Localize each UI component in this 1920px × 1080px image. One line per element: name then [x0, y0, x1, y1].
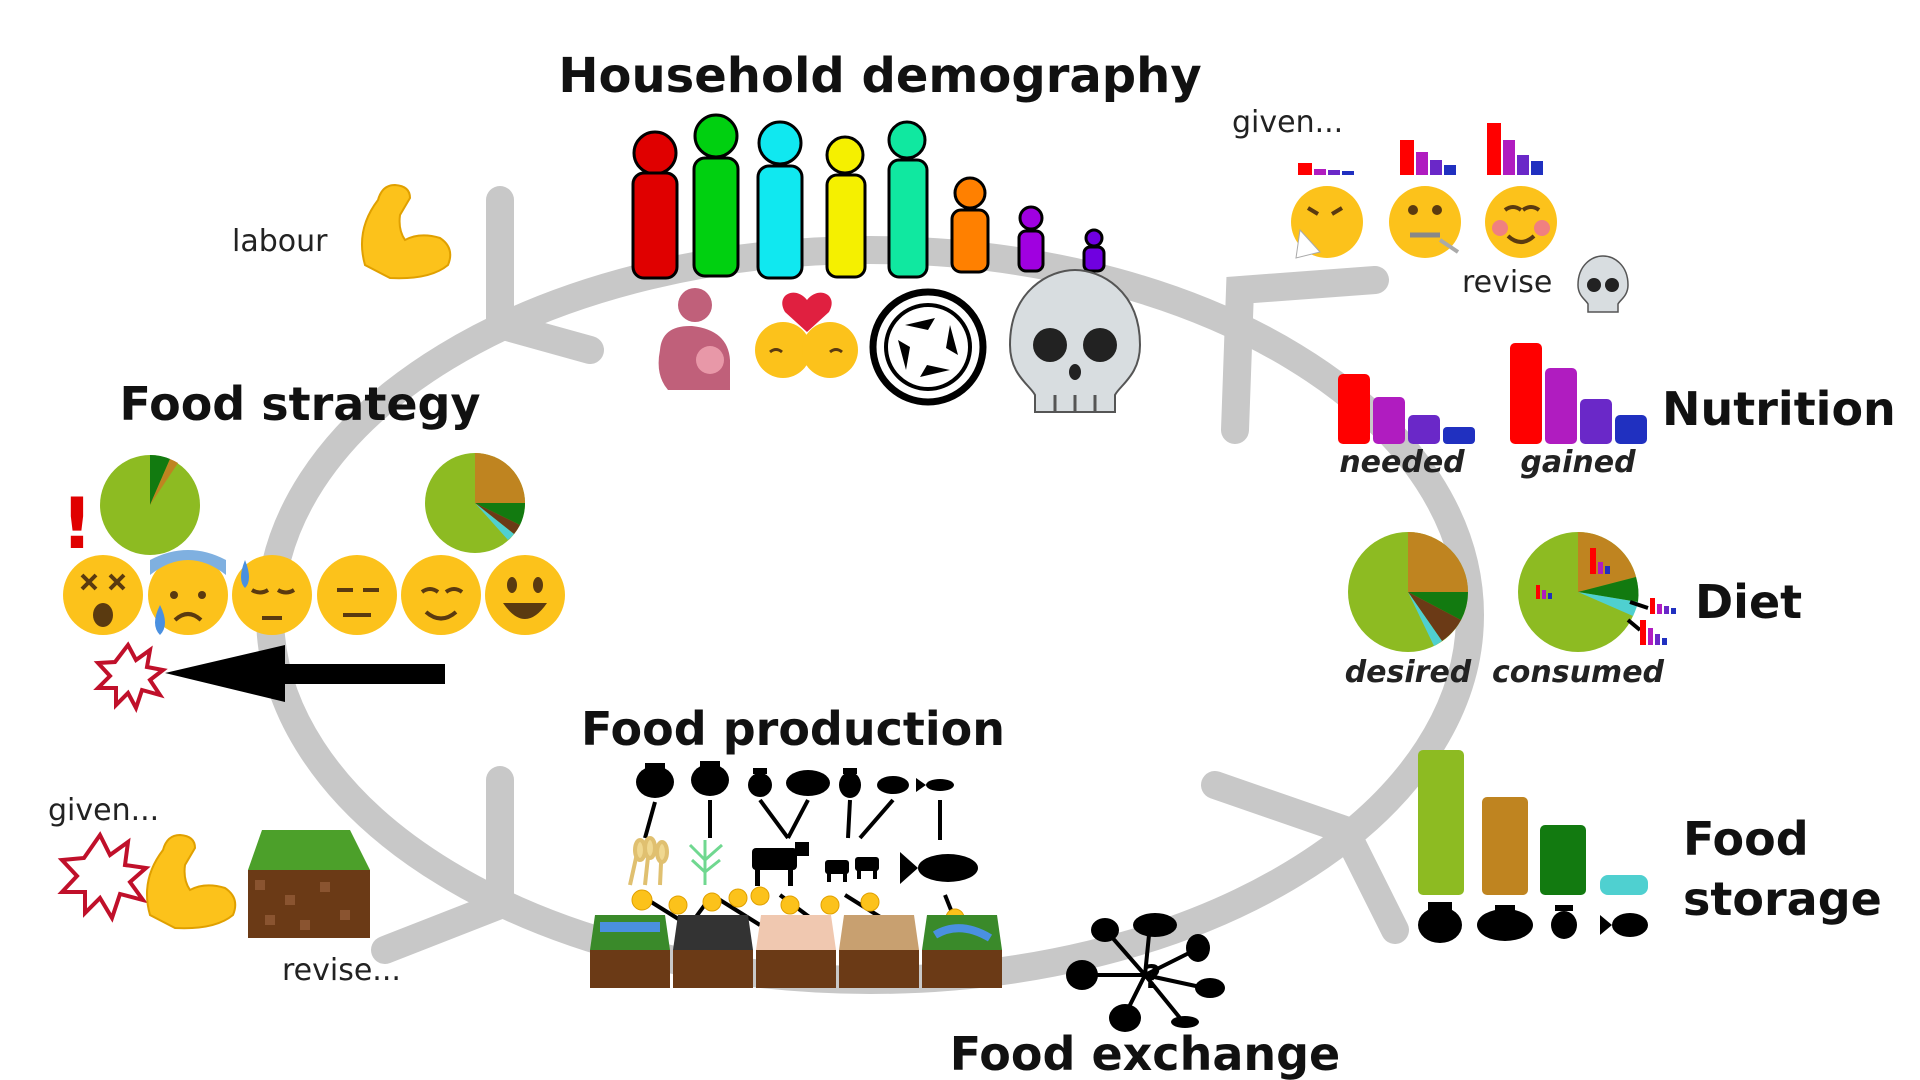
cycle-icon [869, 288, 987, 406]
pot-icon [786, 770, 830, 796]
person-icon [756, 120, 804, 280]
face-icon [1389, 186, 1461, 258]
nutrient-bars-mid [1400, 140, 1456, 175]
labour-label: labour [232, 224, 328, 259]
fish-icon [1600, 913, 1648, 937]
pot-icon [839, 768, 861, 798]
person-icon [1082, 228, 1106, 273]
land-tile-icon [922, 915, 1002, 988]
pot-icon [636, 763, 674, 798]
fish-icon [900, 852, 978, 884]
face-icon [1291, 186, 1363, 259]
fish-icon [916, 778, 954, 792]
skull-icon [1008, 268, 1142, 413]
heading-exchange: Food exchange [950, 1027, 1341, 1080]
heading-demography: Household demography [558, 48, 1201, 104]
pie-chart-strategy-target [425, 453, 526, 553]
person-icon [887, 120, 929, 279]
exchange-question: ? [1143, 958, 1162, 996]
revise-label-top: revise [1462, 265, 1552, 300]
revise-label-bottom: revise... [282, 953, 401, 988]
person-icon [692, 113, 740, 278]
heading-diet: Diet [1695, 575, 1802, 629]
person-icon [631, 130, 679, 280]
given-label-bottom: given... [48, 793, 159, 828]
exclaim-mark: ! [61, 483, 93, 565]
heading-strategy: Food strategy [120, 377, 481, 431]
production-links [638, 798, 957, 927]
pot-icon [1418, 902, 1462, 943]
breastfeeding-icon [658, 288, 730, 390]
exchange-network: ? [1066, 913, 1225, 1032]
storage-pots [1418, 902, 1648, 943]
heading-nutrition: Nutrition [1662, 382, 1896, 436]
land-tiles [590, 915, 1002, 988]
arrow-icon [165, 645, 445, 702]
land-tile-icon [756, 915, 836, 988]
pot-icon [877, 776, 909, 794]
consumed-label: consumed [1492, 655, 1665, 690]
face-icon [1485, 186, 1557, 258]
storage-bars [1418, 750, 1648, 895]
land-tile-icon [248, 830, 370, 938]
satisfaction-faces [63, 550, 565, 635]
pot-icon [691, 761, 729, 796]
nutrient-bars-low [1298, 163, 1354, 175]
land-tile-icon [673, 915, 753, 988]
land-tile-icon [839, 915, 919, 988]
muscle-icon [361, 183, 452, 280]
nutrition-needed-bars [1338, 374, 1475, 444]
heading-production: Food production [581, 702, 1005, 756]
heading-storage-2: storage [1683, 872, 1882, 926]
muscle-icon [146, 833, 237, 930]
pot-icon [1551, 905, 1577, 939]
explosion-icon [57, 831, 151, 923]
nutrient-bars-high [1487, 123, 1543, 175]
person-icon [1017, 205, 1045, 273]
heading-storage-1: Food [1683, 812, 1809, 866]
pie-chart-strategy-current [100, 454, 200, 555]
face-icon [63, 555, 143, 635]
nutrition-gained-bars [1510, 343, 1647, 444]
face-icon [148, 550, 228, 635]
land-tile-icon [590, 915, 670, 988]
given-bars [1298, 123, 1543, 175]
wheat-icon [628, 836, 669, 886]
gained-label: gained [1520, 445, 1636, 480]
production-pots [636, 761, 954, 798]
pot-icon [748, 768, 772, 797]
explosion-icon [93, 641, 168, 714]
pot-icon [1477, 905, 1533, 941]
face-icon [317, 555, 397, 635]
given-faces [1291, 186, 1557, 259]
needed-label: needed [1339, 445, 1465, 480]
face-icon [485, 555, 565, 635]
wheat-icon [688, 840, 723, 885]
kiss-icon [755, 292, 858, 378]
face-icon [401, 555, 481, 635]
household-members [631, 113, 1106, 280]
production-products [628, 836, 978, 886]
skull-icon [1577, 255, 1629, 313]
face-icon [232, 555, 312, 635]
given-label-top: given... [1232, 105, 1343, 140]
desired-label: desired [1345, 655, 1472, 690]
cow-icon [752, 842, 809, 886]
person-icon [825, 135, 867, 279]
pie-chart-desired [1348, 532, 1468, 652]
person-icon [950, 176, 990, 274]
pie-chart-consumed [1518, 532, 1639, 652]
cow-icon [825, 857, 879, 882]
consumed-extra-bars [1626, 598, 1676, 645]
